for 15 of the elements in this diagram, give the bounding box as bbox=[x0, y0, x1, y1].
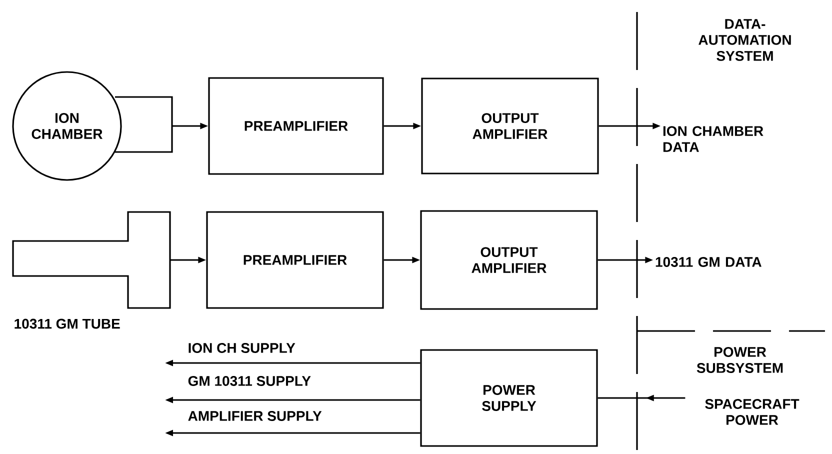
output-text: 10311 GM DATA bbox=[656, 257, 762, 267]
tube-label: 10311 GM TUBE bbox=[14, 318, 120, 329]
section-label: DATA-AUTOMATION SYSTEM bbox=[698, 19, 791, 61]
edge-label: AMPLIFIER SUPPLY bbox=[186, 410, 323, 422]
output-text: ION CHAMBER DATA bbox=[663, 126, 764, 152]
process-box: POWER SUPPLY bbox=[420, 349, 598, 447]
process-box: OUTPUT AMPLIFIER bbox=[421, 78, 599, 174]
section-label: POWER SUBSYSTEM bbox=[696, 347, 783, 373]
gm-tube-drawing bbox=[12, 211, 171, 309]
process-box: OUTPUT AMPLIFIER bbox=[420, 210, 598, 310]
process-box: PREAMPLIFIER bbox=[208, 77, 384, 175]
input-text: SPACECRAFT POWER bbox=[705, 399, 800, 425]
edge-label: ION CH SUPPLY bbox=[186, 342, 296, 354]
process-box: PREAMPLIFIER bbox=[206, 211, 384, 309]
edge-label: GM 10311 SUPPLY bbox=[186, 375, 312, 387]
